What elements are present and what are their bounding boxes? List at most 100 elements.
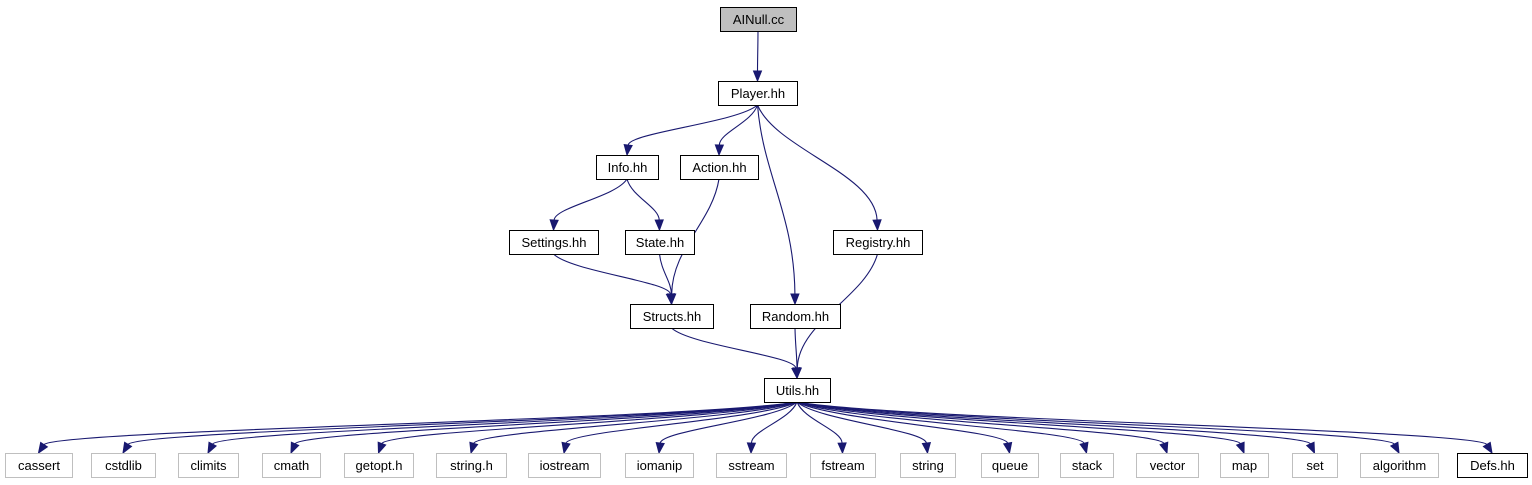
- node-cstdlib: cstdlib: [91, 453, 156, 478]
- edge-line: [658, 253, 672, 295]
- edge-utils-hh-to-iomanip: [655, 401, 798, 455]
- edge-player-hh-to-info-hh: [623, 104, 758, 157]
- node-box: [1360, 453, 1439, 478]
- edge-utils-hh-to-cassert: [37, 401, 798, 455]
- node-box: [528, 453, 601, 478]
- node-string-h: string.h: [436, 453, 507, 478]
- edge-line: [796, 401, 1165, 444]
- edge-utils-hh-to-getopt-h: [377, 401, 798, 455]
- node-label: AINull.cc: [733, 12, 785, 27]
- edge-arrowhead: [1159, 441, 1169, 455]
- node-label: cmath: [274, 458, 309, 473]
- edge-utils-hh-to-map: [796, 401, 1245, 455]
- node-label: string.h: [450, 458, 493, 473]
- node-queue: queue: [981, 453, 1039, 478]
- node-ainull-cc[interactable]: AINull.cc: [720, 7, 797, 32]
- edge-line: [553, 178, 628, 221]
- node-random-hh[interactable]: Random.hh: [750, 304, 841, 329]
- node-box: [436, 453, 507, 478]
- edge-arrowhead: [122, 441, 133, 455]
- node-registry-hh[interactable]: Registry.hh: [833, 230, 923, 255]
- edge-utils-hh-to-queue: [796, 401, 1013, 455]
- node-box: [720, 7, 797, 32]
- edge-arrowhead: [714, 144, 725, 157]
- node-label: cstdlib: [105, 458, 142, 473]
- node-stack: stack: [1060, 453, 1114, 478]
- node-label: string: [912, 458, 944, 473]
- edge-line: [627, 104, 758, 146]
- node-label: set: [1306, 458, 1324, 473]
- edge-utils-hh-to-string: [796, 401, 932, 455]
- node-settings-hh[interactable]: Settings.hh: [509, 230, 599, 255]
- edge-structs-hh-to-utils-hh: [671, 327, 801, 380]
- node-info-hh[interactable]: Info.hh: [596, 155, 659, 180]
- edge-arrowhead: [207, 441, 218, 455]
- edge-arrowhead: [792, 367, 803, 380]
- node-defs-hh[interactable]: Defs.hh: [1457, 453, 1528, 478]
- node-label: Registry.hh: [846, 235, 911, 250]
- edge-utils-hh-to-stack: [796, 401, 1089, 455]
- node-box: [630, 304, 714, 329]
- node-utils-hh[interactable]: Utils.hh: [764, 378, 831, 403]
- node-vector: vector: [1136, 453, 1199, 478]
- edge-line: [796, 401, 1311, 445]
- edge-arrowhead: [654, 219, 664, 232]
- node-cmath: cmath: [262, 453, 321, 478]
- node-box: [1060, 453, 1114, 478]
- node-string: string: [900, 453, 956, 478]
- node-label: Structs.hh: [643, 309, 702, 324]
- edge-line: [794, 327, 798, 369]
- edge-line: [473, 401, 798, 444]
- node-getopt-h: getopt.h: [344, 453, 414, 478]
- node-box: [764, 378, 831, 403]
- edge-arrowhead: [837, 442, 847, 455]
- edge-arrowhead: [790, 293, 800, 306]
- edge-line: [43, 401, 798, 446]
- edge-utils-hh-to-set: [796, 401, 1316, 455]
- edge-utils-hh-to-climits: [207, 401, 798, 455]
- edge-arrowhead: [1389, 441, 1400, 455]
- edge-line: [796, 401, 927, 444]
- node-box: [344, 453, 414, 478]
- edge-line: [750, 401, 798, 444]
- node-map: map: [1220, 453, 1269, 478]
- node-action-hh[interactable]: Action.hh: [680, 155, 759, 180]
- edge-line: [294, 401, 798, 445]
- edge-line: [553, 253, 672, 295]
- edge-line: [671, 327, 797, 369]
- node-box: [1136, 453, 1199, 478]
- node-state-hh[interactable]: State.hh: [625, 230, 695, 255]
- edge-line: [756, 104, 796, 295]
- edge-line: [718, 104, 759, 146]
- node-label: Defs.hh: [1470, 458, 1515, 473]
- edge-line: [565, 401, 798, 444]
- edge-player-hh-to-registry-hh: [756, 104, 882, 232]
- edge-arrowhead: [921, 442, 932, 455]
- node-box: [596, 155, 659, 180]
- node-box: [262, 453, 321, 478]
- edge-line: [127, 401, 798, 445]
- node-label: stack: [1072, 458, 1103, 473]
- node-cassert: cassert: [5, 453, 73, 478]
- node-iomanip: iomanip: [625, 453, 694, 478]
- edge-arrowhead: [623, 144, 633, 157]
- node-box: [625, 453, 694, 478]
- edge-utils-hh-to-string-h: [469, 401, 798, 455]
- node-iostream: iostream: [528, 453, 601, 478]
- edge-line: [756, 104, 878, 221]
- edge-line: [796, 401, 1241, 445]
- edge-player-hh-to-action-hh: [714, 104, 759, 157]
- edge-utils-hh-to-fstream: [796, 401, 847, 455]
- edge-utils-hh-to-iostream: [561, 401, 798, 455]
- node-box: [1457, 453, 1528, 478]
- node-box: [750, 304, 841, 329]
- node-structs-hh[interactable]: Structs.hh: [630, 304, 714, 329]
- edge-arrowhead: [1079, 441, 1089, 455]
- node-label: fstream: [821, 458, 864, 473]
- node-player-hh[interactable]: Player.hh: [718, 81, 798, 106]
- edge-line: [796, 401, 843, 444]
- edge-line: [796, 401, 1085, 444]
- node-box: [1292, 453, 1338, 478]
- edge-arrowhead: [549, 219, 559, 232]
